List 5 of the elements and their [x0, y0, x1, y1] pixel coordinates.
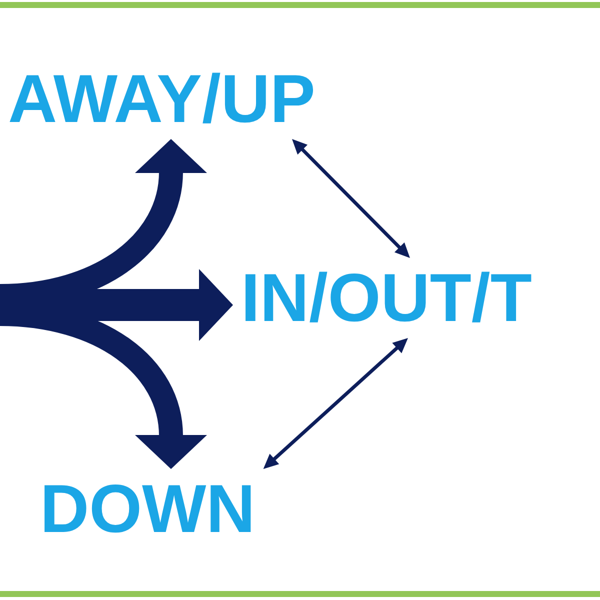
direction-label: IN/OUT/T	[233, 258, 540, 338]
double-arrow	[263, 338, 408, 469]
direction-label: AWAY/UP	[0, 59, 324, 139]
double-arrow	[292, 139, 410, 258]
direction-label: DOWN	[32, 469, 264, 549]
